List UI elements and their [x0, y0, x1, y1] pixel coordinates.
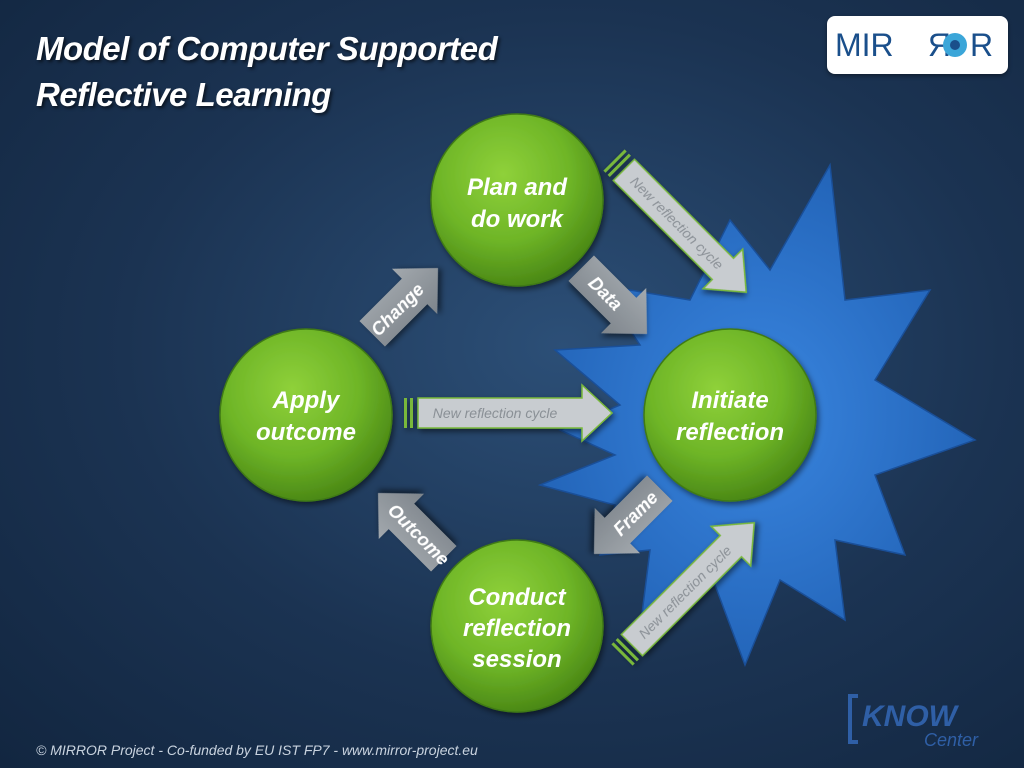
- change-arrow: Change: [359, 268, 438, 347]
- title-line-2: Reflective Learning: [36, 76, 331, 113]
- title-line-1: Model of Computer Supported: [36, 30, 498, 67]
- new-cycle-top-label: New reflection cycle: [627, 173, 726, 272]
- node-conduct-reflection-session: Conduct reflection session: [430, 539, 604, 713]
- node-initiate-reflection: Initiate reflection: [643, 328, 817, 502]
- svg-text:R: R: [927, 27, 950, 63]
- node-conduct-line-1: Conduct: [468, 584, 566, 611]
- outcome-arrow: Outcome: [378, 493, 457, 572]
- node-initiate-line-1: Initiate: [691, 387, 768, 414]
- node-conduct-line-2: reflection: [463, 615, 571, 642]
- node-apply-outcome: Apply outcome: [219, 328, 393, 502]
- mirror-logo: MIR R R: [827, 16, 1008, 74]
- node-plan-line-2: do work: [471, 206, 565, 233]
- node-initiate-line-2: reflection: [676, 419, 784, 446]
- know-center-logo: KNOW Center: [848, 694, 979, 750]
- node-plan-and-do-work: Plan and do work: [430, 113, 604, 287]
- mirror-logo-text-m: MIR: [835, 27, 894, 63]
- footer-copyright: © MIRROR Project - Co-funded by EU IST F…: [36, 742, 478, 758]
- node-apply-line-1: Apply: [272, 387, 341, 414]
- new-cycle-arrow-middle: New reflection cycle: [404, 383, 614, 443]
- know-center-title: KNOW: [862, 700, 960, 733]
- node-plan-line-1: Plan and: [467, 174, 568, 201]
- mirror-logo-text-r: R: [970, 27, 993, 63]
- mirror-logo-icon: MIR R R: [835, 27, 993, 63]
- know-center-bracket-icon: [848, 694, 858, 744]
- node-conduct-line-3: session: [472, 646, 561, 673]
- new-cycle-middle-label: New reflection cycle: [433, 405, 558, 421]
- mirror-logo-mirrored-r: R: [927, 27, 950, 63]
- slide-title: Model of Computer Supported Reflective L…: [36, 26, 498, 118]
- node-apply-line-2: outcome: [256, 419, 356, 446]
- know-center-subtitle: Center: [924, 730, 979, 750]
